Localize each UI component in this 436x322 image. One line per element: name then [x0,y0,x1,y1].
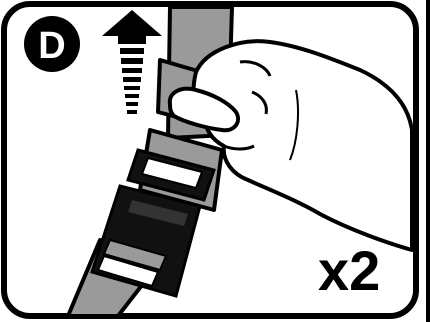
step-badge: D [24,16,80,72]
step-letter: D [38,25,65,67]
multiplier-label: x2 [318,239,380,302]
